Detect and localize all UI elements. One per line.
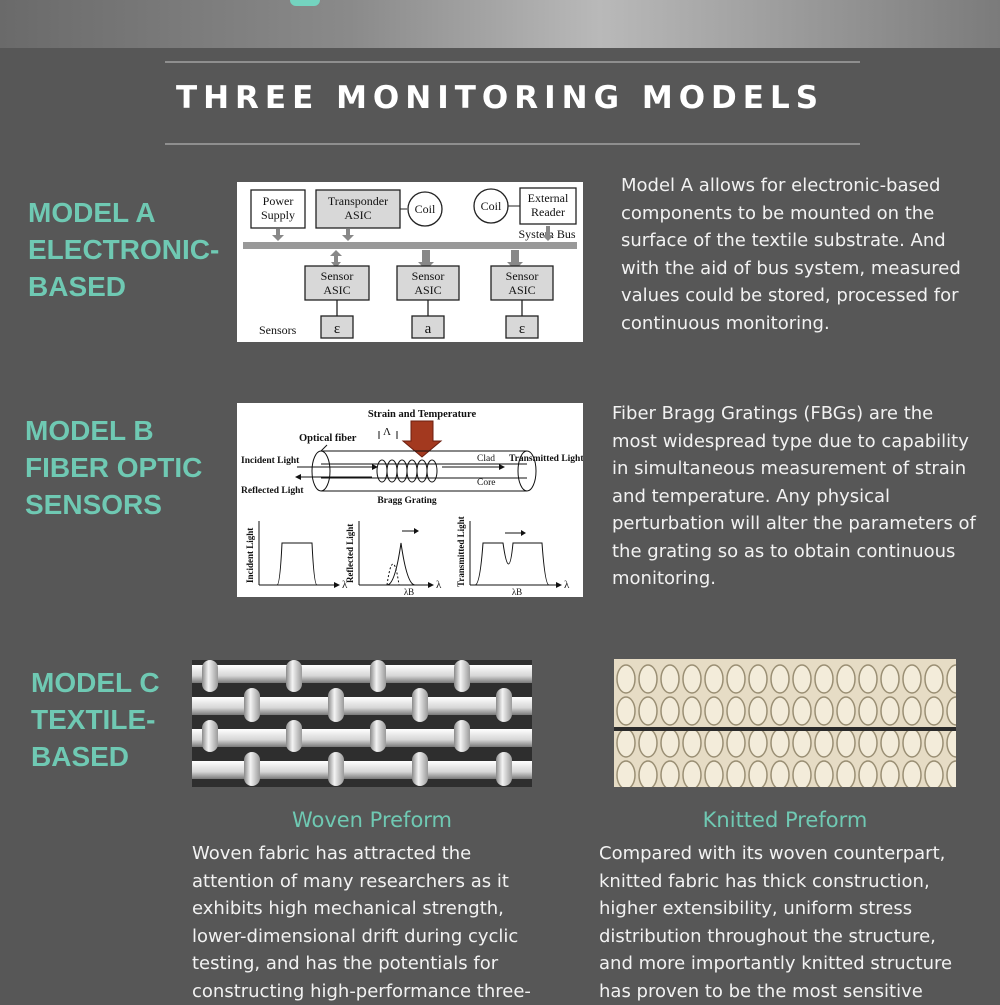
woven-fabric-image bbox=[192, 660, 532, 787]
lambda-b-text: λB bbox=[512, 587, 522, 597]
model-b-label-line: SENSORS bbox=[25, 486, 202, 523]
header-banner bbox=[0, 0, 1000, 48]
strain-temp-text: Strain and Temperature bbox=[368, 409, 477, 420]
model-a-label-line: BASED bbox=[28, 268, 219, 305]
model-b-label-line: MODEL B bbox=[25, 412, 202, 449]
knitted-text-line: knitted fabric has thick construction, bbox=[599, 868, 994, 896]
sensor-asic-text: Sensor bbox=[412, 269, 445, 283]
model-c-label-line: TEXTILE- bbox=[31, 701, 160, 738]
model-a-label-line: MODEL A bbox=[28, 194, 219, 231]
sensor-asic-text: Sensor bbox=[506, 269, 539, 283]
sensor-asic-text: Sensor bbox=[321, 269, 354, 283]
model-a-label: MODEL A ELECTRONIC- BASED bbox=[28, 194, 219, 305]
model-a-label-line: ELECTRONIC- bbox=[28, 231, 219, 268]
clad-text: Clad bbox=[477, 454, 495, 464]
woven-text-line: Woven fabric has attracted the bbox=[192, 840, 592, 868]
knitted-text-line: Compared with its woven counterpart, bbox=[599, 840, 994, 868]
optical-fiber-text: Optical fiber bbox=[299, 433, 357, 444]
sensor-asic-text: ASIC bbox=[414, 283, 441, 297]
model-b-label: MODEL B FIBER OPTIC SENSORS bbox=[25, 412, 202, 523]
divider-top bbox=[165, 61, 860, 63]
banner-accent bbox=[290, 0, 320, 6]
transponder-text: Transponder bbox=[328, 194, 388, 208]
bragg-grating-text: Bragg Grating bbox=[377, 496, 437, 506]
transponder-text: ASIC bbox=[344, 208, 371, 222]
model-b-diagram: Strain and Temperature Λ Optical fiber I… bbox=[237, 403, 583, 597]
model-b-description: Fiber Bragg Gratings (FBGs) are the most… bbox=[612, 400, 982, 593]
model-a-description: Model A allows for electronic-based comp… bbox=[621, 172, 981, 337]
incident-light-text: Incident Light bbox=[241, 456, 300, 466]
external-reader-text: External bbox=[528, 191, 569, 205]
woven-text-line: testing, and has the potentials for bbox=[192, 950, 592, 978]
woven-preform-title: Woven Preform bbox=[192, 808, 552, 832]
lambda-text: λ bbox=[564, 579, 570, 591]
woven-text-line: attention of many researchers as it bbox=[192, 868, 592, 896]
transmitted-light-text: Transmitted Light bbox=[509, 454, 583, 464]
model-c-label-line: MODEL C bbox=[31, 664, 160, 701]
woven-description: Woven fabric has attracted the attention… bbox=[192, 840, 592, 1005]
y-axis-label: Incident Light bbox=[245, 528, 255, 583]
lambda-upper-text: Λ bbox=[383, 426, 391, 438]
lambda-b-text: λB bbox=[404, 587, 414, 597]
woven-text-line: constructing high-performance three- bbox=[192, 978, 592, 1005]
knitted-text-line: higher extensibility, uniform stress bbox=[599, 895, 994, 923]
sensor-asic-text: ASIC bbox=[508, 283, 535, 297]
model-c-label: MODEL C TEXTILE- BASED bbox=[31, 664, 160, 775]
sensor-symbol: ε bbox=[334, 321, 340, 337]
sensor-symbol: ε bbox=[519, 321, 525, 337]
coil-text: Coil bbox=[481, 199, 502, 213]
core-text: Core bbox=[477, 478, 495, 488]
divider-bottom bbox=[165, 143, 860, 145]
knitted-text-line: and more importantly knitted structure bbox=[599, 950, 994, 978]
y-axis-label: Reflected Light bbox=[345, 524, 355, 583]
knitted-text-line: has proven to be the most sensitive bbox=[599, 978, 994, 1005]
knitted-text-line: distribution throughout the structure, bbox=[599, 923, 994, 951]
knitted-fabric-image bbox=[614, 659, 956, 787]
woven-text-line: exhibits high mechanical strength, bbox=[192, 895, 592, 923]
coil-text: Coil bbox=[415, 202, 436, 216]
section-title: THREE MONITORING MODELS bbox=[0, 80, 1000, 116]
sensor-asic-text: ASIC bbox=[323, 283, 350, 297]
sensor-symbol: a bbox=[425, 321, 432, 337]
power-supply-text: Power bbox=[263, 194, 294, 208]
woven-text-line: lower-dimensional drift during cyclic bbox=[192, 923, 592, 951]
model-c-label-line: BASED bbox=[31, 738, 160, 775]
external-reader-text: Reader bbox=[531, 205, 565, 219]
power-supply-text: Supply bbox=[261, 208, 295, 222]
reflected-light-text: Reflected Light bbox=[241, 486, 304, 496]
model-a-diagram: Power Supply Transponder ASIC Coil Coil … bbox=[237, 182, 583, 342]
knitted-preform-title: Knitted Preform bbox=[614, 808, 956, 832]
knitted-description: Compared with its woven counterpart, kni… bbox=[599, 840, 994, 1005]
y-axis-label: Transmitted Light bbox=[456, 516, 466, 587]
sensors-text: Sensors bbox=[259, 323, 297, 337]
lambda-text: λ bbox=[436, 579, 442, 591]
model-b-label-line: FIBER OPTIC bbox=[25, 449, 202, 486]
